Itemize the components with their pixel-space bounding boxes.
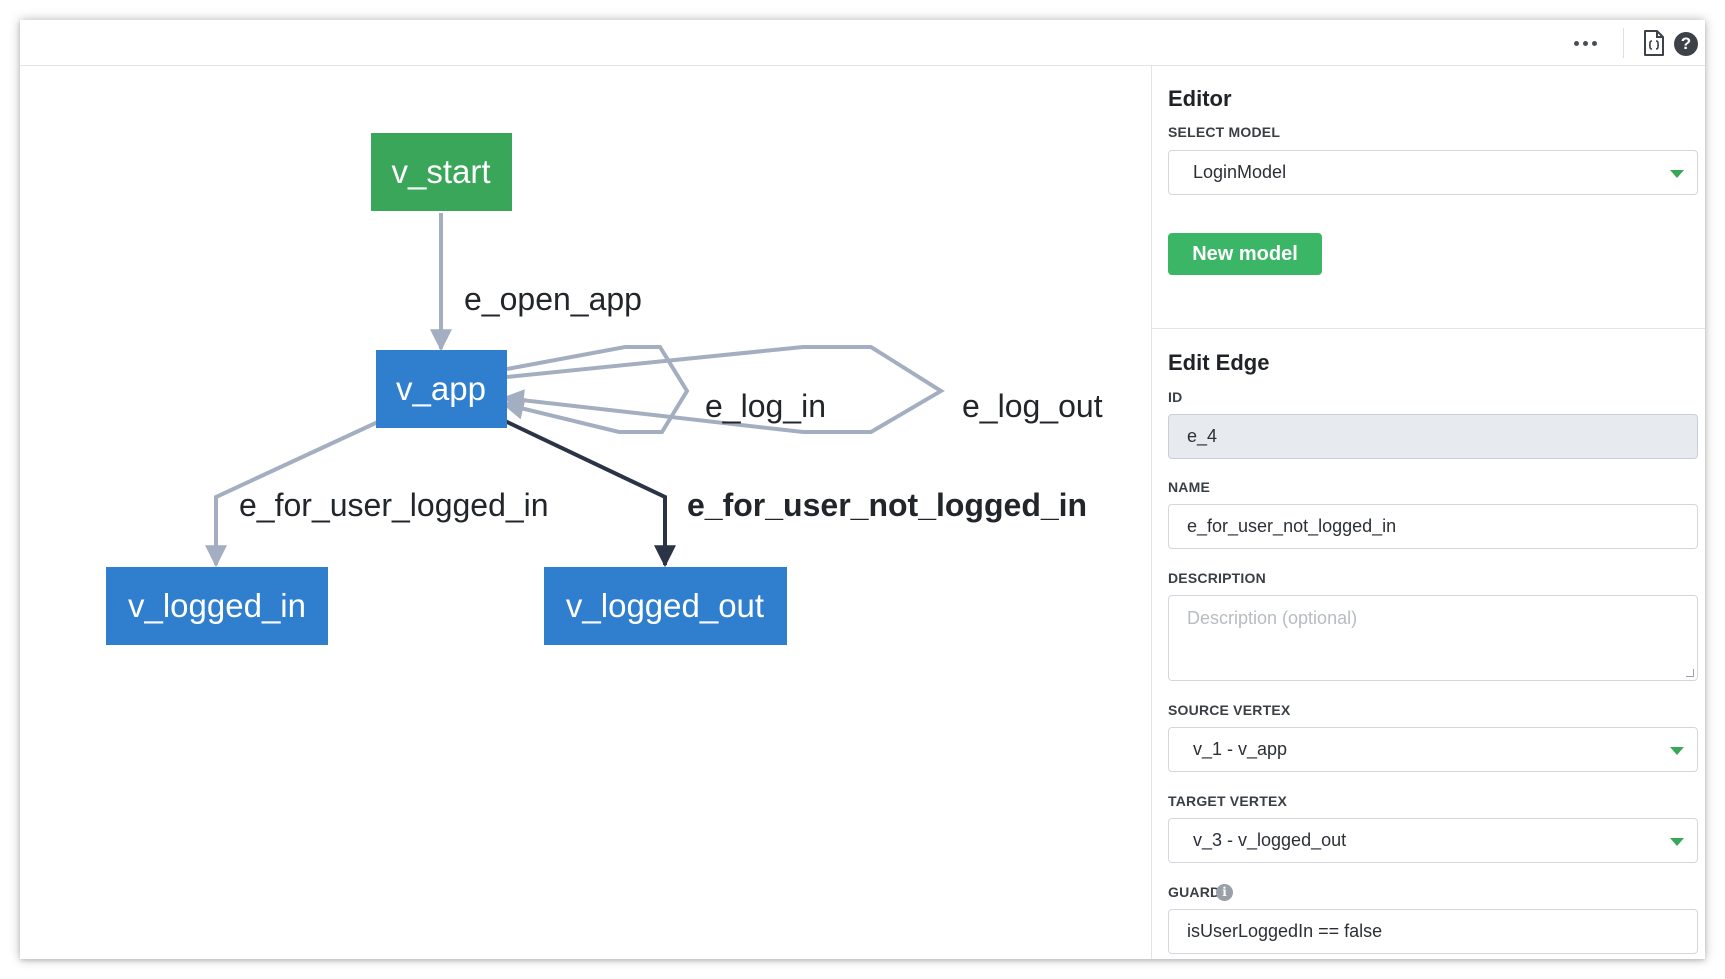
vertex-v-logged-out[interactable]: v_logged_out [544,567,787,645]
more-dot [1582,40,1588,46]
vertex-label-v-app: v_app [396,370,486,407]
name-field-value: e_for_user_not_logged_in [1187,516,1397,536]
edge-label-e-for-user-logged-in[interactable]: e_for_user_logged_in [239,487,549,523]
source-vertex-value: v_1 - v_app [1193,739,1288,759]
description-placeholder: Description (optional) [1187,608,1358,628]
model-select[interactable]: LoginModel [1168,150,1698,195]
more-dot [1573,40,1579,46]
vertex-label-v-logged-in: v_logged_in [128,587,306,624]
id-field: e_4 [1168,414,1698,459]
name-field[interactable]: e_for_user_not_logged_in [1168,504,1698,549]
more-dot [1591,40,1597,46]
graph-canvas[interactable]: e_open_app e_log_in e_log_out e_for_user… [20,66,1151,959]
vertex-v-logged-in-box[interactable] [106,567,328,645]
vertex-v-app-box[interactable] [376,350,507,428]
source-vertex-label: SOURCE VERTEX [1168,702,1291,718]
chevron-down-icon [1670,170,1684,178]
editor-panel: Editor SELECT MODEL LoginModel New model… [1151,66,1705,959]
info-icon[interactable]: i [1216,884,1233,901]
more-options-icon[interactable] [1565,30,1605,56]
model-select-value: LoginModel [1193,162,1287,182]
source-vertex-select[interactable]: v_1 - v_app [1168,727,1698,772]
vertex-v-start-box[interactable] [371,133,512,211]
name-label: NAME [1168,479,1211,495]
vertex-v-logged-out-box[interactable] [544,567,787,645]
id-field-value: e_4 [1187,426,1218,446]
editor-title: Editor [1168,86,1232,111]
edit-edge-title: Edit Edge [1168,350,1270,375]
target-vertex-label: TARGET VERTEX [1168,793,1288,809]
chevron-down-icon [1670,838,1684,846]
resize-grip-icon[interactable] [1686,669,1694,677]
target-vertex-select[interactable]: v_3 - v_logged_out [1168,818,1698,863]
edge-label-e-for-user-not-logged-in[interactable]: e_for_user_not_logged_in [687,487,1087,523]
select-model-label: SELECT MODEL [1168,124,1281,140]
id-label: ID [1168,389,1183,405]
edge-label-e-log-out[interactable]: e_log_out [962,388,1103,424]
code-file-icon[interactable] [1642,29,1666,57]
edge-e-for-user-logged-in[interactable] [205,419,381,568]
top-toolbar: ? [20,20,1705,66]
description-label: DESCRIPTION [1168,570,1266,586]
guard-field[interactable]: isUserLoggedIn == false [1168,909,1698,954]
panel-divider [1152,328,1705,329]
edge-e-for-user-not-logged-in[interactable] [504,419,676,568]
help-icon[interactable]: ? [1674,32,1698,56]
vertex-v-start[interactable]: v_start [371,133,512,211]
guard-field-value: isUserLoggedIn == false [1187,921,1383,941]
new-model-button[interactable]: New model [1168,233,1322,275]
app-window: ? e_open_app [20,20,1705,959]
graph-svg[interactable]: e_open_app e_log_in e_log_out e_for_user… [20,66,1151,959]
vertex-label-v-logged-out: v_logged_out [566,587,764,624]
description-textarea[interactable]: Description (optional) [1168,595,1698,681]
vertex-v-app[interactable]: v_app [376,350,507,428]
vertex-v-logged-in[interactable]: v_logged_in [106,567,328,645]
toolbar-divider [1623,28,1624,58]
edge-e-log-in[interactable] [501,345,690,434]
edge-label-e-open-app[interactable]: e_open_app [464,281,642,317]
guard-label: GUARD [1168,884,1221,900]
edge-label-e-log-in[interactable]: e_log_in [705,388,826,424]
edge-e-log-out[interactable] [501,345,945,434]
vertex-label-v-start: v_start [391,153,490,190]
target-vertex-value: v_3 - v_logged_out [1193,830,1347,850]
chevron-down-icon [1670,747,1684,755]
